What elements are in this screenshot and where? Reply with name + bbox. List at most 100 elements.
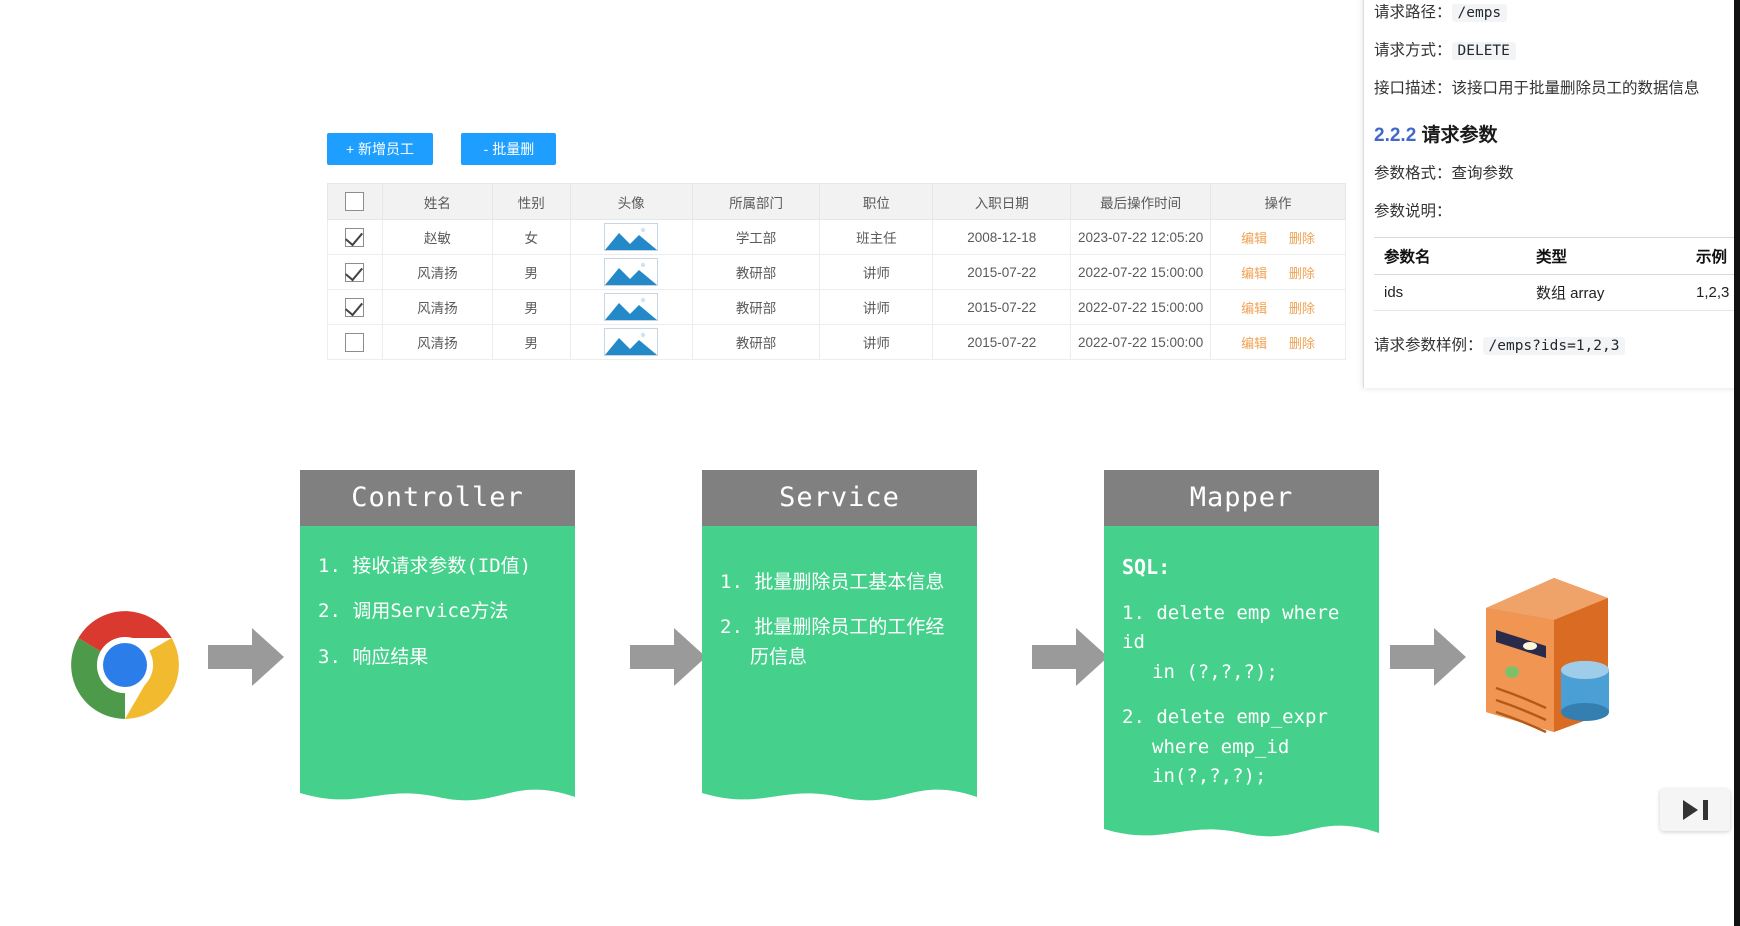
image-thumbnail-icon[interactable]	[604, 258, 659, 286]
column-header-dept: 所属部门	[691, 183, 821, 220]
api-path-value: /emps	[1451, 4, 1508, 22]
cell-dept: 教研部	[691, 289, 821, 325]
video-play-control[interactable]	[1660, 789, 1730, 831]
api-desc-value: 该接口用于批量删除员工的数据信息	[1451, 80, 1700, 97]
service-step-2: 2. 批量删除员工的工作经	[720, 616, 945, 639]
service-step-1: 1. 批量删除员工基本信息	[720, 571, 945, 593]
database-server-icon	[1468, 560, 1618, 740]
flow-arrow-2	[630, 628, 706, 686]
cell-operation: 编辑 删除	[1210, 289, 1346, 325]
cell-gender: 男	[491, 324, 571, 360]
batch-delete-button[interactable]: - 批量删除	[461, 133, 557, 189]
api-request-path: 请求路径：/emps	[1374, 0, 1740, 22]
flow-box-mapper-title: Mapper	[1104, 470, 1379, 526]
param-cell-type: 数组 array	[1526, 274, 1686, 311]
column-header-hire-date: 入职日期	[932, 183, 1072, 220]
delete-link[interactable]: 删除	[1288, 265, 1315, 281]
table-toolbar: + 新增员工 - 批量删除	[327, 133, 557, 189]
api-sample-label: 请求参数样例：	[1374, 337, 1483, 354]
row-select-cell	[327, 324, 383, 360]
row-checkbox[interactable]	[345, 227, 365, 247]
cell-name: 风清扬	[381, 324, 493, 360]
table-row: 风清扬 男 教研部 讲师 2015-07-22 2022-07-22 15:00…	[327, 324, 1346, 360]
api-section-number: 2.2.2	[1374, 125, 1417, 146]
delete-link[interactable]: 删除	[1288, 300, 1315, 316]
edit-link[interactable]: 编辑	[1241, 230, 1268, 246]
table-row: 风清扬 男 教研部 讲师 2015-07-22 2022-07-22 15:00…	[327, 289, 1346, 325]
cell-avatar	[569, 254, 693, 290]
cell-name: 风清扬	[381, 254, 493, 290]
api-doc-panel: 请求路径：/emps 请求方式：DELETE 接口描述：该接口用于批量删除员工的…	[1363, 0, 1740, 388]
delete-link[interactable]: 删除	[1288, 335, 1315, 351]
cell-gender: 女	[491, 219, 571, 255]
cell-last-op-time: 2022-07-22 15:00:00	[1070, 324, 1212, 360]
architecture-flow-diagram: Controller 1. 接收请求参数(ID值) 2. 调用Service方法…	[0, 450, 1740, 926]
delete-link[interactable]: 删除	[1288, 230, 1315, 246]
row-checkbox[interactable]	[345, 332, 365, 352]
mapper-sql-label: SQL:	[1122, 555, 1171, 579]
row-checkbox[interactable]	[345, 262, 365, 282]
cell-dept: 教研部	[691, 324, 821, 360]
right-edge-bar	[1734, 0, 1740, 926]
cell-operation: 编辑 删除	[1210, 324, 1346, 360]
flow-box-controller-body: 1. 接收请求参数(ID值) 2. 调用Service方法 3. 响应结果	[300, 526, 575, 769]
column-header-name: 姓名	[381, 183, 493, 220]
column-header-gender: 性别	[491, 183, 571, 220]
api-request-sample: 请求参数样例：/emps?ids=1,2,3	[1374, 333, 1740, 355]
flow-box-mapper: Mapper SQL: 1. delete emp where id in (?…	[1104, 470, 1379, 847]
cell-job: 讲师	[819, 324, 934, 360]
add-employee-button[interactable]: + 新增员工	[327, 133, 433, 165]
employee-table: 姓名 性别 头像 所属部门 职位 入职日期 最后操作时间 操作 赵敏 女	[327, 183, 1346, 360]
controller-step-2: 2. 调用Service方法	[318, 600, 509, 623]
play-icon[interactable]	[1682, 800, 1698, 820]
image-thumbnail-icon[interactable]	[604, 223, 659, 251]
row-select-cell	[327, 289, 383, 325]
flow-box-torn-edge	[1104, 802, 1379, 836]
pause-bar-icon[interactable]	[1702, 800, 1708, 820]
row-checkbox[interactable]	[345, 297, 365, 317]
flow-box-service: Service 1. 批量删除员工基本信息 2. 批量删除员工的工作经 历信息	[702, 470, 977, 811]
param-cell-example: 1,2,3	[1686, 274, 1740, 311]
cell-hire-date: 2008-12-18	[932, 219, 1072, 255]
flow-arrow-4	[1390, 628, 1466, 686]
api-path-label: 请求路径：	[1374, 4, 1452, 21]
select-all-checkbox[interactable]	[345, 192, 365, 211]
edit-link[interactable]: 编辑	[1241, 300, 1268, 316]
image-thumbnail-icon[interactable]	[604, 293, 659, 321]
api-section-title: 请求参数	[1421, 125, 1498, 146]
cell-avatar	[569, 219, 693, 255]
table-row: 赵敏 女 学工部 班主任 2008-12-18 2023-07-22 12:05…	[327, 219, 1346, 255]
cell-job: 班主任	[819, 219, 934, 255]
cell-last-op-time: 2023-07-22 12:05:20	[1070, 219, 1212, 255]
flow-arrow-1	[208, 628, 284, 686]
column-header-operation: 操作	[1210, 183, 1346, 220]
table-header-row: 姓名 性别 头像 所属部门 职位 入职日期 最后操作时间 操作	[327, 183, 1346, 220]
flow-box-controller: Controller 1. 接收请求参数(ID值) 2. 调用Service方法…	[300, 470, 575, 811]
param-header-name: 参数名	[1374, 237, 1526, 275]
param-cell-name: ids	[1374, 274, 1526, 311]
edit-link[interactable]: 编辑	[1241, 265, 1268, 281]
cell-avatar	[569, 324, 693, 360]
param-header-example: 示例	[1686, 237, 1740, 275]
mapper-sql-1-cont: in (?,?,?);	[1152, 660, 1278, 683]
cell-last-op-time: 2022-07-22 15:00:00	[1070, 254, 1212, 290]
api-description: 接口描述：该接口用于批量删除员工的数据信息	[1374, 76, 1740, 98]
flow-box-mapper-body: SQL: 1. delete emp where id in (?,?,?); …	[1104, 526, 1379, 804]
cell-hire-date: 2015-07-22	[932, 289, 1072, 325]
select-all-header	[327, 183, 383, 220]
api-param-note: 参数说明：	[1374, 203, 1452, 220]
column-header-job: 职位	[819, 183, 934, 220]
api-section-heading: 2.2.2 请求参数	[1374, 120, 1740, 147]
param-table-header-row: 参数名 类型 示例	[1374, 237, 1740, 275]
edit-link[interactable]: 编辑	[1241, 335, 1268, 351]
mapper-sql-2-cont-a: where emp_id	[1152, 735, 1290, 758]
api-sample-value: /emps?ids=1,2,3	[1482, 337, 1626, 355]
image-thumbnail-icon[interactable]	[604, 328, 659, 356]
mapper-sql-2: 2. delete emp_expr	[1122, 706, 1328, 729]
cell-job: 讲师	[819, 254, 934, 290]
table-row: 风清扬 男 教研部 讲师 2015-07-22 2022-07-22 15:00…	[327, 254, 1346, 290]
flow-arrow-3	[1032, 628, 1108, 686]
mapper-sql-2-cont-b: in(?,?,?);	[1152, 765, 1267, 788]
controller-step-3: 3. 响应结果	[318, 645, 429, 668]
flow-box-controller-title: Controller	[300, 470, 575, 526]
